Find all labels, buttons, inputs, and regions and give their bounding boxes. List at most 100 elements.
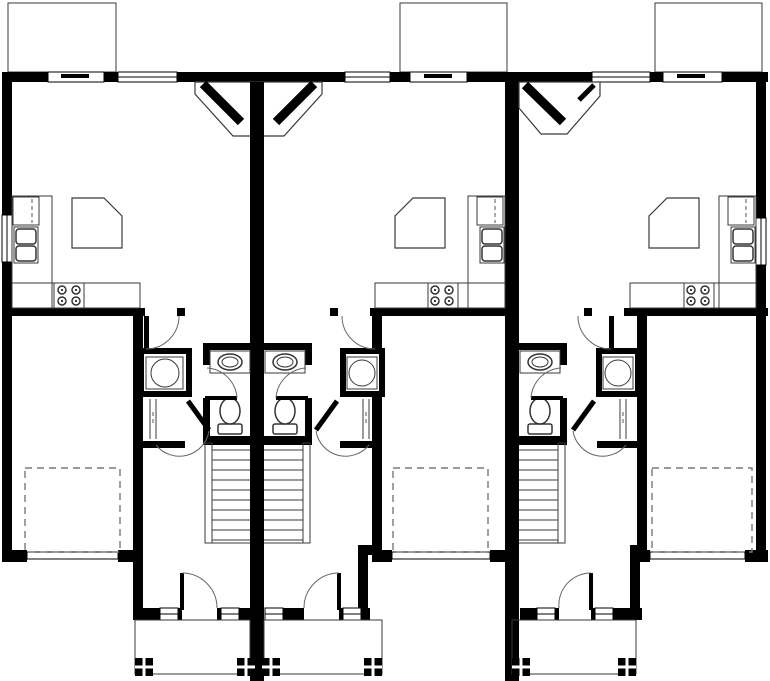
- wall-top: [467, 72, 592, 82]
- water-heater-box-u1: [145, 356, 184, 390]
- burner-dot: [704, 289, 706, 291]
- wall-powder-u2: [264, 436, 312, 445]
- hall-door-leaf-u2: [373, 316, 378, 350]
- wall-stub-u3: [584, 308, 592, 316]
- front-door-swing-u3: [558, 572, 592, 609]
- vanity-basin-u3: [531, 356, 549, 368]
- wall-powder-u3: [560, 343, 567, 365]
- vanity-basin-u3: [527, 353, 553, 371]
- water-heater-u3: [604, 359, 632, 387]
- bathroom-vanity-u3: [519, 350, 561, 374]
- hall-door-leaf-u3: [609, 316, 614, 350]
- front-door-leaf-u2: [337, 573, 341, 610]
- wall-closet-u1: [133, 397, 140, 448]
- garage-door-u2: [391, 551, 491, 560]
- toilet-tank-u1: [217, 423, 243, 435]
- powder-door-leaf-u3: [531, 396, 563, 400]
- powder-door-swing-u2: [275, 367, 307, 399]
- vanity-basin-u1: [217, 353, 243, 371]
- closet-door-leaf-u1: [185, 399, 212, 432]
- porch-outline-u2: [263, 619, 383, 675]
- porch-post-cross: [135, 658, 153, 676]
- burner-dot: [434, 300, 436, 302]
- burner-dot: [434, 289, 436, 291]
- wall-front-u3: [520, 608, 537, 620]
- powder-door-swing-u3: [530, 367, 562, 399]
- wall-powder-u1: [203, 343, 210, 365]
- wall-front-u3: [555, 608, 559, 620]
- front-door-leaf-u3: [589, 573, 593, 610]
- wall-garage-side-u3: [637, 316, 647, 562]
- wall-powder-u2: [264, 343, 312, 350]
- vanity-basin-u1: [221, 356, 239, 368]
- wall-powder-u3: [519, 343, 567, 350]
- sink-bowl: [15, 245, 37, 262]
- front-door-swing-u1: [181, 572, 218, 609]
- deck-outline-u1: [7, 2, 117, 73]
- burner-dot: [75, 300, 77, 302]
- cooktop-u1: [53, 282, 85, 309]
- porch-outline-u1: [134, 619, 251, 675]
- hall-door-leaf-u1: [144, 316, 149, 350]
- water-heater-closet-u1: [144, 354, 186, 391]
- wall-front-u1: [239, 608, 252, 620]
- toilet-bowl-u1: [219, 397, 241, 425]
- kitchen-counter-u2: [374, 282, 506, 309]
- wall-stub-u2: [330, 308, 338, 316]
- wall-powder-u1: [203, 343, 250, 350]
- burner-dot: [61, 300, 63, 302]
- wall-front-u3: [613, 608, 642, 620]
- closet-door-leaf-u2: [313, 399, 340, 432]
- wall-garage-side-u2: [372, 316, 382, 562]
- party-wall-1: [250, 72, 264, 681]
- bathroom-vanity-u1: [209, 350, 251, 374]
- sink-bowl: [732, 245, 754, 262]
- kitchen-sink-u2: [479, 226, 505, 264]
- deck-outline-u3: [654, 2, 763, 73]
- refrigerator-u3: [727, 196, 755, 226]
- stair-sidewall-u3: [557, 442, 566, 544]
- cooktop-u3: [683, 282, 715, 309]
- cooktop-u2: [427, 282, 459, 309]
- wall-front-u2: [361, 608, 370, 620]
- party-wall-2: [505, 72, 519, 681]
- toilet-tank-u3: [527, 423, 553, 435]
- garage-stall-u1: [24, 467, 121, 553]
- burner-dot: [75, 289, 77, 291]
- wall-kitchen-u3: [624, 308, 768, 316]
- kitchen-island-u3: [648, 197, 700, 249]
- vanity-basin-u2: [276, 356, 294, 368]
- hall-door-swing-u3: [577, 315, 612, 350]
- garage-stall-u2: [392, 467, 489, 553]
- toilet-bowl-u3: [529, 397, 551, 425]
- kitchen-island-u1: [71, 197, 123, 249]
- burner-dot: [690, 289, 692, 291]
- garage-stall-u3: [651, 467, 753, 553]
- wall-kitchen-u1: [2, 308, 145, 316]
- porch-post-cross: [364, 658, 382, 676]
- burner-dot: [448, 300, 450, 302]
- wall-entry-side-u2: [358, 545, 368, 612]
- burner-dot: [690, 300, 692, 302]
- burner-dot: [704, 300, 706, 302]
- wall-powder-u2: [305, 343, 312, 365]
- stair-treads-u1: [212, 449, 250, 541]
- sliding-door-panel: [61, 74, 89, 78]
- wall-powder-u1: [203, 436, 250, 445]
- wall-top: [390, 72, 410, 82]
- powder-door-swing-u1: [206, 367, 238, 399]
- wall-top: [650, 72, 663, 82]
- sink-bowl: [732, 228, 754, 245]
- firebox-u3: [521, 81, 567, 126]
- kitchen-sink-u3: [730, 226, 756, 264]
- wall-right: [756, 72, 766, 218]
- sink-bowl: [481, 245, 503, 262]
- wall-garage-front-u1: [2, 550, 27, 562]
- wall-kitchen-u2: [370, 308, 510, 316]
- sink-bowl: [481, 228, 503, 245]
- water-heater-box-u2: [346, 356, 378, 390]
- firebox-u1: [199, 80, 245, 126]
- party-wall-1: [250, 82, 264, 138]
- porch-post-cross: [237, 658, 255, 676]
